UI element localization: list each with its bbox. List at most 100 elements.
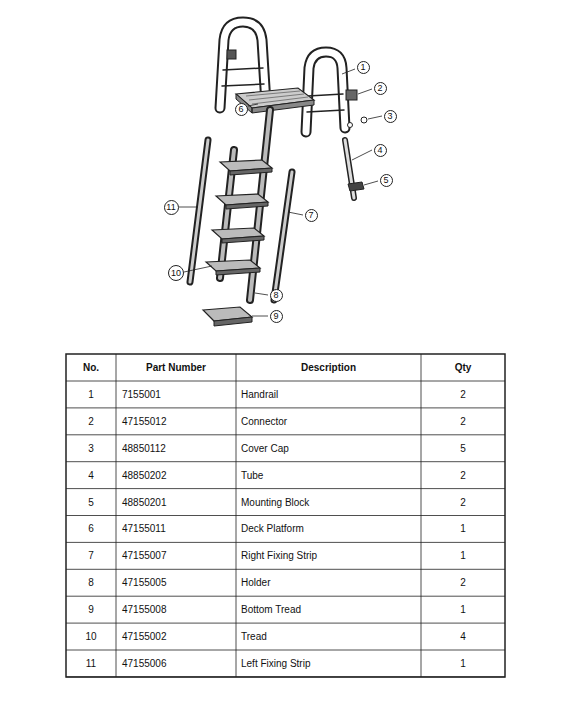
table-header: Description — [301, 362, 356, 373]
table-row-line — [66, 542, 505, 543]
right-fixing-strip — [274, 172, 292, 300]
callout-number: 5 — [380, 174, 393, 187]
table-cell: 6 — [88, 523, 94, 534]
tread-edge — [230, 168, 272, 175]
table-cell: Left Fixing Strip — [241, 658, 310, 669]
bottom-tread-edge — [214, 317, 252, 326]
handrail-inner — [306, 52, 345, 132]
callout-number: 9 — [270, 310, 283, 323]
table-cell: 11 — [86, 658, 96, 669]
table-header: Part Number — [146, 362, 206, 373]
leader-line — [179, 207, 198, 208]
table-cell: 7 — [88, 550, 94, 561]
callout-text: 5 — [383, 176, 388, 185]
table-cell: 48850201 — [122, 497, 167, 508]
table-cell: 1 — [88, 389, 94, 400]
table-cell: 7155001 — [122, 389, 161, 400]
table-row-line — [66, 515, 505, 516]
table-column-line — [236, 354, 237, 677]
table-cell: 47155005 — [122, 577, 167, 588]
table-row-line — [66, 569, 505, 570]
callout-text: 10 — [171, 269, 181, 278]
table-cell: 1 — [460, 523, 466, 534]
table-cell: 47155008 — [122, 604, 167, 615]
table-cell: Tread — [241, 631, 267, 642]
callout-number: 2 — [374, 82, 387, 95]
leader-line — [255, 293, 268, 295]
table-cell: Deck Platform — [241, 523, 304, 534]
table-cell: 5 — [88, 497, 94, 508]
cover-cap — [361, 117, 367, 123]
callout-number: 7 — [305, 209, 318, 222]
handrail — [306, 52, 345, 132]
callout-text: 6 — [238, 105, 243, 114]
table-cell: 47155002 — [122, 631, 167, 642]
right-fixing-strip-inner — [274, 172, 292, 300]
callout-text: 2 — [377, 84, 382, 93]
tread-edge — [222, 236, 264, 243]
table-row-line — [66, 434, 505, 435]
leader-line — [358, 89, 372, 94]
leader-line — [364, 181, 378, 185]
callout-text: 4 — [377, 146, 382, 155]
mounting-block — [348, 182, 364, 191]
table-cell: 1 — [460, 604, 466, 615]
handrail-brace — [222, 68, 264, 86]
callout-text: 9 — [273, 312, 278, 321]
table-cell: 2 — [460, 497, 466, 508]
table-cell: 2 — [460, 416, 466, 427]
callout-text: 11 — [166, 203, 175, 212]
table-header: No. — [83, 362, 99, 373]
table-cell: Holder — [241, 577, 270, 588]
callout-text: 1 — [360, 63, 365, 72]
table-cell: 47155006 — [122, 658, 167, 669]
connector — [227, 50, 236, 59]
callout-number: 11 — [164, 200, 179, 215]
table-cell: 9 — [88, 604, 94, 615]
callout-number: 3 — [384, 110, 397, 123]
leader-line — [248, 104, 258, 106]
table-row-line — [66, 650, 505, 651]
table-cell: 47155012 — [122, 416, 167, 427]
table-cell: 5 — [460, 443, 466, 454]
table-cell: Connector — [241, 416, 287, 427]
callout-number: 4 — [374, 144, 387, 157]
table-row-line — [66, 407, 505, 408]
table-cell: 48850202 — [122, 470, 167, 481]
table-cell: 4 — [88, 470, 94, 481]
leader-line — [252, 316, 268, 317]
table-cell: Bottom Tread — [241, 604, 301, 615]
table-cell: Tube — [241, 470, 263, 481]
table-cell: 1 — [460, 658, 466, 669]
table-cell: 10 — [85, 631, 96, 642]
table-row-line — [66, 488, 505, 489]
callout-number: 1 — [357, 61, 370, 74]
cover-cap — [348, 123, 353, 128]
table-column-line — [116, 354, 117, 677]
callout-number: 8 — [270, 289, 283, 302]
table-cell: 2 — [88, 416, 94, 427]
table-cell: 2 — [460, 577, 466, 588]
callout-text: 3 — [387, 112, 392, 121]
table-row-line — [66, 676, 505, 677]
tread-edge — [226, 202, 268, 209]
table-row-line — [66, 623, 505, 624]
left-fixing-strip — [190, 140, 208, 282]
leader-line — [342, 69, 355, 74]
leader-line — [288, 212, 303, 215]
table-cell: Mounting Block — [241, 497, 309, 508]
tread-edge — [216, 268, 260, 275]
callout-number: 6 — [235, 103, 248, 116]
leader-line — [184, 266, 212, 272]
table-row-line — [66, 596, 505, 597]
table-cell: 3 — [88, 443, 94, 454]
table-cell: 2 — [460, 389, 466, 400]
table-row-line — [66, 461, 505, 462]
table-row-line — [66, 381, 505, 382]
left-fixing-strip-inner — [190, 140, 208, 282]
table-cell: 2 — [460, 470, 466, 481]
callout-text: 7 — [308, 211, 313, 220]
callout-number: 10 — [168, 265, 184, 281]
table-column-line — [421, 354, 422, 677]
table-cell: 48850112 — [122, 443, 166, 454]
